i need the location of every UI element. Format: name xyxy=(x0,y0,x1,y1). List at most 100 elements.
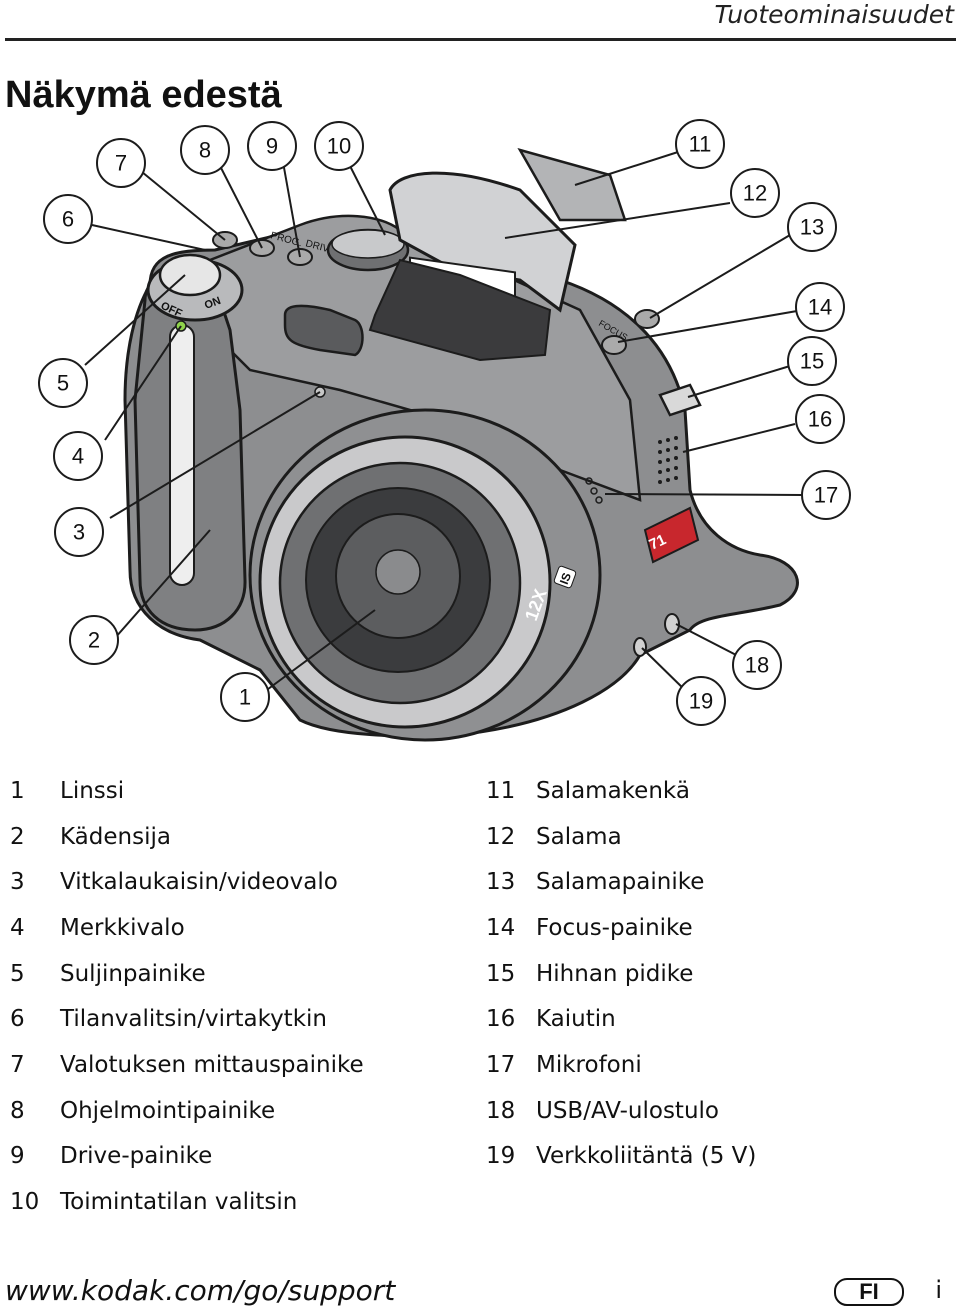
legend-number: 9 xyxy=(10,1143,25,1170)
callout-4: 4 xyxy=(72,444,84,469)
is-badge-box xyxy=(553,565,577,589)
legend-number: 19 xyxy=(486,1143,516,1170)
page-title: Näkymä edestä xyxy=(5,74,282,116)
dial-on-label: ON xyxy=(203,295,223,312)
legend-number: 17 xyxy=(486,1051,516,1078)
legend-item: 17 Mikrofoni xyxy=(486,1042,756,1088)
legend-number: 12 xyxy=(486,823,516,850)
legend-label: Linssi xyxy=(60,777,125,804)
callout-16: 16 xyxy=(808,407,832,432)
legend-label: Valotuksen mittauspainike xyxy=(60,1051,364,1078)
callout-15: 15 xyxy=(800,349,824,374)
legend-number: 5 xyxy=(10,960,25,987)
callout-17: 17 xyxy=(814,483,838,508)
legend-item: 7 Valotuksen mittauspainike xyxy=(10,1042,364,1088)
legend-label: Focus-painike xyxy=(536,914,693,941)
callout-18: 18 xyxy=(745,653,769,678)
legend-label: Hihnan pidike xyxy=(536,960,694,987)
legend-number: 18 xyxy=(486,1097,516,1124)
is-label: IS xyxy=(557,571,574,586)
callout-10: 10 xyxy=(327,134,351,159)
legend-label: Ohjelmointipainike xyxy=(60,1097,276,1124)
legend-number: 8 xyxy=(10,1097,25,1124)
legend-number: 11 xyxy=(486,777,516,804)
legend-label: USB/AV-ulostulo xyxy=(536,1097,719,1124)
legend-label: Toimintatilan valitsin xyxy=(60,1189,298,1216)
legend-label: Mikrofoni xyxy=(536,1051,642,1078)
strap-holder xyxy=(658,383,702,417)
callout-3: 3 xyxy=(73,520,85,545)
legend-item: 16 Kaiutin xyxy=(486,996,756,1042)
legend-number: 4 xyxy=(10,914,25,941)
af-assist-window xyxy=(283,304,364,357)
callout-labels: 1 2 3 4 5 6 7 8 9 10 11 12 13 14 15 16 1… xyxy=(57,132,838,714)
lens-core xyxy=(375,549,421,595)
badge-number: 71 xyxy=(647,531,669,553)
header-rule xyxy=(5,38,956,41)
legend-label: Tilanvalitsin/virtakytkin xyxy=(60,1006,327,1033)
callout-11: 11 xyxy=(689,132,712,157)
legend-label: Verkkoliitäntä (5 V) xyxy=(536,1143,757,1170)
legend-item: 5 Suljinpainike xyxy=(10,951,364,997)
page-number: i xyxy=(935,1276,942,1304)
callout-2: 2 xyxy=(88,628,100,653)
legend-item: 19 Verkkoliitäntä (5 V) xyxy=(486,1134,756,1180)
legend-label: Vitkalaukaisin/videovalo xyxy=(60,869,338,896)
legend-number: 6 xyxy=(10,1006,25,1033)
legend-item: 1 Linssi xyxy=(10,768,364,814)
camera-front-figure: ON OFF PROG. DRIVE FOCUS 71 12X IS xyxy=(38,119,851,742)
usb-av-port xyxy=(664,613,680,635)
grip-light-strip xyxy=(169,324,195,586)
callout-5: 5 xyxy=(57,371,69,396)
function-mode-wheel-top xyxy=(331,229,405,259)
callout-circles xyxy=(38,119,851,726)
legend-number: 16 xyxy=(486,1006,516,1033)
callout-13: 13 xyxy=(800,215,824,240)
legend-label: Kaiutin xyxy=(536,1006,616,1033)
legend-number: 7 xyxy=(10,1051,25,1078)
legend-item: 12 Salama xyxy=(486,814,756,860)
callout-19: 19 xyxy=(689,689,713,714)
legend-item: 9 Drive-painike xyxy=(10,1134,364,1180)
callout-7: 7 xyxy=(115,151,127,176)
popup-flash xyxy=(388,171,577,313)
language-badge: FI xyxy=(834,1278,904,1306)
dc-in-port xyxy=(633,637,647,657)
legend-item: 4 Merkkivalo xyxy=(10,905,364,951)
legend-item: 18 USB/AV-ulostulo xyxy=(486,1088,756,1134)
legend-label: Salamakenkä xyxy=(536,777,690,804)
legend-item: 2 Kädensija xyxy=(10,814,364,860)
legend-label: Merkkivalo xyxy=(60,914,185,941)
legend-label: Salamapainike xyxy=(536,869,705,896)
legend-label: Salama xyxy=(536,823,622,850)
focus-button xyxy=(601,335,627,355)
legend-number: 15 xyxy=(486,960,516,987)
header-section-title: Tuoteominaisuudet xyxy=(714,0,954,29)
legend-item: 11 Salamakenkä xyxy=(486,768,756,814)
callout-6: 6 xyxy=(62,207,74,232)
callout-1: 1 xyxy=(239,685,251,710)
legend-number: 13 xyxy=(486,869,516,896)
speaker-grille xyxy=(658,436,678,484)
legend-item: 8 Ohjelmointipainike xyxy=(10,1088,364,1134)
legend-label: Kädensija xyxy=(60,823,171,850)
legend-item: 10 Toimintatilan valitsin xyxy=(10,1179,364,1225)
legend-number: 2 xyxy=(10,823,25,850)
legend-number: 1 xyxy=(10,777,25,804)
callout-9: 9 xyxy=(266,134,278,159)
support-url[interactable]: www.kodak.com/go/support xyxy=(5,1274,396,1307)
callout-14: 14 xyxy=(808,295,832,320)
flash-hinge-cavity xyxy=(368,258,552,362)
legend-item: 6 Tilanvalitsin/virtakytkin xyxy=(10,996,364,1042)
legend-label: Drive-painike xyxy=(60,1143,213,1170)
legend-label: Suljinpainike xyxy=(60,960,206,987)
callout-8: 8 xyxy=(199,138,211,163)
legend-item: 15 Hihnan pidike xyxy=(486,951,756,997)
legend-right-column: 11 Salamakenkä 12 Salama 13 Salamapainike 1… xyxy=(486,768,756,1179)
microphone-holes xyxy=(585,477,603,504)
legend-item: 13 Salamapainike xyxy=(486,859,756,905)
legend-number: 10 xyxy=(10,1189,40,1216)
